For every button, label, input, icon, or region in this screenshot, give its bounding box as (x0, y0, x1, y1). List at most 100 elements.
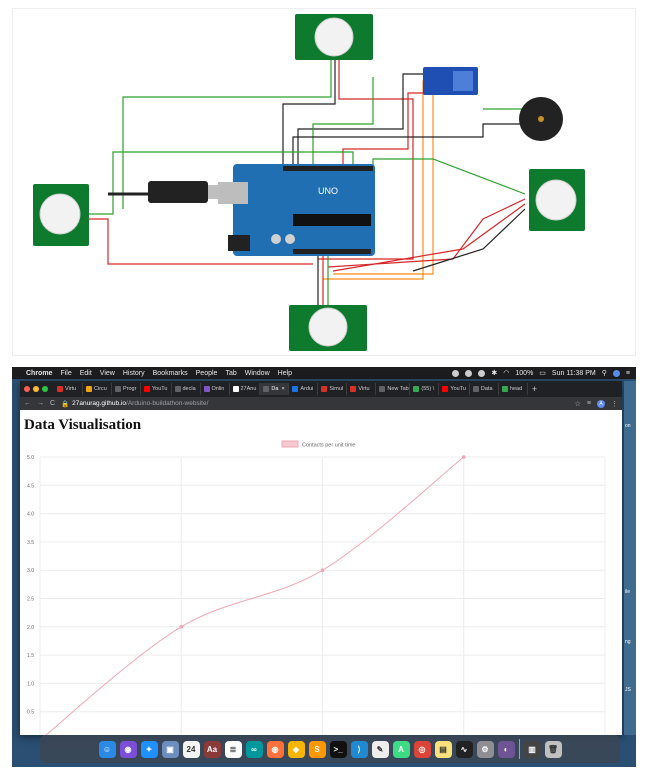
finder-icon[interactable]: ☺ (98, 740, 116, 758)
spotlight-icon[interactable]: ⚲ (601, 370, 607, 377)
browser-toolbar: ← → C 🔒 27anurag.github.io/Arduino-build… (20, 397, 622, 410)
dock-separator (518, 739, 520, 759)
vscode-icon[interactable]: ⟩ (350, 740, 368, 758)
side-label: ile (625, 589, 631, 595)
browser-tab[interactable]: 27Anu (230, 383, 261, 395)
favicon-icon (86, 386, 92, 392)
trash-icon[interactable]: 🗑 (544, 740, 562, 758)
battery-percent[interactable]: 100% (515, 369, 534, 377)
menu-bookmarks[interactable]: Bookmarks (152, 369, 188, 377)
menu-window[interactable]: Window (244, 369, 270, 377)
favicon-icon (263, 386, 270, 392)
browser-tab[interactable]: YouTu (141, 383, 172, 395)
user-icon[interactable] (612, 369, 620, 377)
y-tick-label: 1.0 (27, 681, 34, 687)
tab-label: Virtu (358, 386, 370, 392)
github-icon[interactable]: ◐ (497, 740, 515, 758)
sublime-icon[interactable]: S (308, 740, 326, 758)
new-tab-button[interactable]: + (531, 384, 538, 394)
menu-kebab-icon[interactable]: ⋮ (611, 400, 618, 408)
tab-label: Progr (123, 386, 137, 392)
terminal-icon[interactable]: >_ (329, 740, 347, 758)
browser-tab[interactable]: Progr (112, 383, 141, 395)
media-icon[interactable]: ≡ (586, 400, 591, 407)
downloads-icon[interactable]: ▥ (523, 740, 541, 758)
siri-icon[interactable]: ◉ (119, 740, 137, 758)
firefox-icon[interactable]: ◍ (266, 740, 284, 758)
textedit-icon[interactable]: ✎ (371, 740, 389, 758)
data-point (461, 455, 466, 459)
menu-file[interactable]: File (60, 369, 72, 377)
bluetooth-icon[interactable]: ✱ (491, 370, 498, 377)
tab-label: YouTu (152, 386, 168, 392)
app-menu[interactable]: Chrome (26, 369, 53, 377)
arduino-icon[interactable]: ∞ (245, 740, 263, 758)
lock-icon: 🔒 (61, 400, 70, 408)
notes-icon[interactable]: ▤ (434, 740, 452, 758)
favicon-icon (321, 386, 328, 392)
browser-tab[interactable]: YouTu (439, 383, 470, 395)
profile-avatar[interactable]: A (597, 399, 605, 408)
legend-swatch (281, 440, 299, 448)
browser-tab[interactable]: (55) \ (410, 383, 440, 395)
zoom-window-button[interactable] (42, 386, 48, 392)
browser-tab[interactable]: head (499, 383, 528, 395)
sketch-icon[interactable]: ◆ (287, 740, 305, 758)
dictionary-icon[interactable]: Aa (203, 740, 221, 758)
menu-help[interactable]: Help (277, 369, 293, 377)
favicon-icon (379, 386, 386, 392)
y-tick-label: 3.0 (27, 568, 34, 574)
tab-label: YouTu (450, 386, 466, 392)
calendar-icon[interactable]: 24 (182, 740, 200, 758)
browser-tab[interactable]: Ardui (289, 383, 319, 395)
browser-tab[interactable]: decla (172, 383, 201, 395)
clock[interactable]: Sun 11:38 PM (551, 369, 596, 377)
y-tick-label: 2.5 (27, 597, 34, 603)
tab-label: Da (271, 386, 279, 392)
side-label: ng (625, 639, 631, 645)
y-tick-label: 5.0 (27, 455, 34, 461)
reminders-icon[interactable]: ≣ (224, 740, 242, 758)
bookmark-star-icon[interactable]: ☆ (574, 400, 581, 408)
menu-tab[interactable]: Tab (225, 369, 237, 377)
svg-text:UNO: UNO (318, 186, 338, 196)
forward-icon[interactable]: → (37, 400, 44, 407)
y-tick-label: 2.0 (27, 625, 34, 631)
menu-view[interactable]: View (99, 369, 115, 377)
control-center-icon[interactable]: ≡ (625, 369, 630, 377)
browser-tab[interactable]: Data (470, 383, 499, 395)
browser-tab[interactable]: Circu (83, 383, 112, 395)
close-tab-icon[interactable]: × (281, 386, 285, 392)
mac-menubar: Chrome File Edit View History Bookmarks … (12, 367, 636, 379)
browser-tab[interactable]: Simul (318, 383, 348, 395)
safari-icon[interactable]: ✦ (140, 740, 158, 758)
status-icon[interactable] (465, 369, 473, 377)
tab-label: (55) \ (421, 386, 435, 392)
wifi-icon[interactable]: ◠ (503, 370, 510, 377)
battery-icon[interactable]: ▭ (539, 370, 546, 377)
menu-edit[interactable]: Edit (79, 369, 92, 377)
browser-tab[interactable]: Virtu (54, 383, 83, 395)
system-prefs-icon[interactable]: ⚙ (476, 740, 494, 758)
menu-history[interactable]: History (122, 369, 145, 377)
browser-tab[interactable]: Da× (260, 383, 290, 395)
chrome-icon[interactable]: ◎ (413, 740, 431, 758)
menu-people[interactable]: People (195, 369, 218, 377)
activity-monitor-icon[interactable]: ∿ (455, 740, 473, 758)
favicon-icon (174, 386, 181, 392)
minimize-window-button[interactable] (33, 386, 39, 392)
address-bar[interactable]: 🔒 27anurag.github.io/Arduino-buildathon-… (61, 398, 569, 409)
browser-tab[interactable]: Virtu (347, 383, 377, 395)
close-window-button[interactable] (24, 386, 30, 392)
back-icon[interactable]: ← (24, 400, 31, 407)
status-icon[interactable] (478, 369, 486, 377)
reload-icon[interactable]: C (50, 400, 56, 407)
browser-tab[interactable]: New Tab (376, 383, 411, 395)
mac-desktop: Chrome File Edit View History Bookmarks … (12, 367, 636, 767)
status-icon[interactable] (452, 369, 460, 377)
preview-icon[interactable]: ▣ (161, 740, 179, 758)
favicon-icon (203, 386, 210, 392)
browser-tab[interactable]: Onlin (201, 383, 230, 395)
android-studio-icon[interactable]: A (392, 740, 410, 758)
